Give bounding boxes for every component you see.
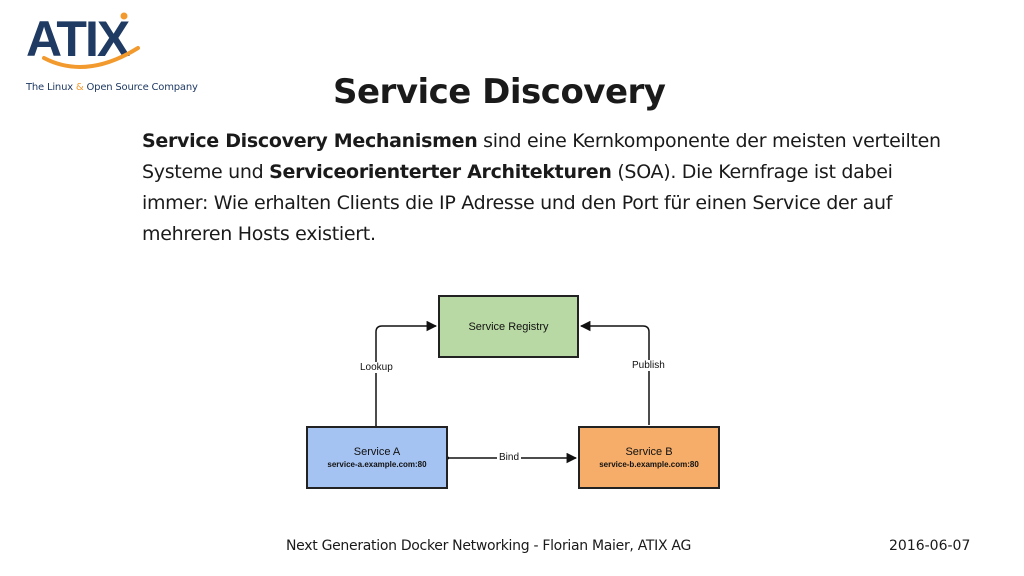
service-registry-node: Service Registry <box>438 295 579 358</box>
atix-logo: ATIX The Linux & Open Source Company <box>26 10 198 96</box>
slide-title: Service Discovery <box>333 72 666 112</box>
lookup-label: Lookup <box>358 362 395 373</box>
tagline-part1: The Linux <box>26 82 76 93</box>
service-a-node: Service A service-a.example.com:80 <box>306 426 448 489</box>
body-text-2: (SOA). Die Kernfrage ist dabei immer: Wi… <box>142 161 893 245</box>
service-b-host: service-b.example.com:80 <box>599 460 699 469</box>
service-a-host: service-a.example.com:80 <box>327 460 427 469</box>
service-b-node: Service B service-b.example.com:80 <box>578 426 720 489</box>
slide-body: Service Discovery Mechanismen sind eine … <box>142 126 942 250</box>
footer-date: 2016-06-07 <box>889 538 971 554</box>
registry-label: Service Registry <box>468 320 549 333</box>
lookup-arrow <box>370 320 438 435</box>
logo-swoosh <box>42 46 140 69</box>
tagline-part2: Open Source Company <box>83 82 198 93</box>
body-text-1: sind eine Kernkomponente der meisten ver… <box>142 130 941 183</box>
tagline-amp: & <box>75 82 84 93</box>
footer-text: Next Generation Docker Networking - Flor… <box>286 538 692 554</box>
body-bold-2: Serviceorienterter Architekturen <box>269 161 612 183</box>
service-b-label: Service B <box>625 446 673 458</box>
atix-logo-mark: ATIX <box>26 11 140 69</box>
logo-dot <box>120 12 128 20</box>
body-bold-1: Service Discovery Mechanismen <box>142 130 478 152</box>
bind-label: Bind <box>497 452 522 463</box>
logo-tagline: The Linux & Open Source Company <box>26 82 198 93</box>
service-discovery-diagram: Service Registry Service A service-a.exa… <box>300 290 730 500</box>
publish-arrow <box>579 320 650 425</box>
publish-label: Publish <box>630 360 667 371</box>
service-a-label: Service A <box>353 446 401 458</box>
